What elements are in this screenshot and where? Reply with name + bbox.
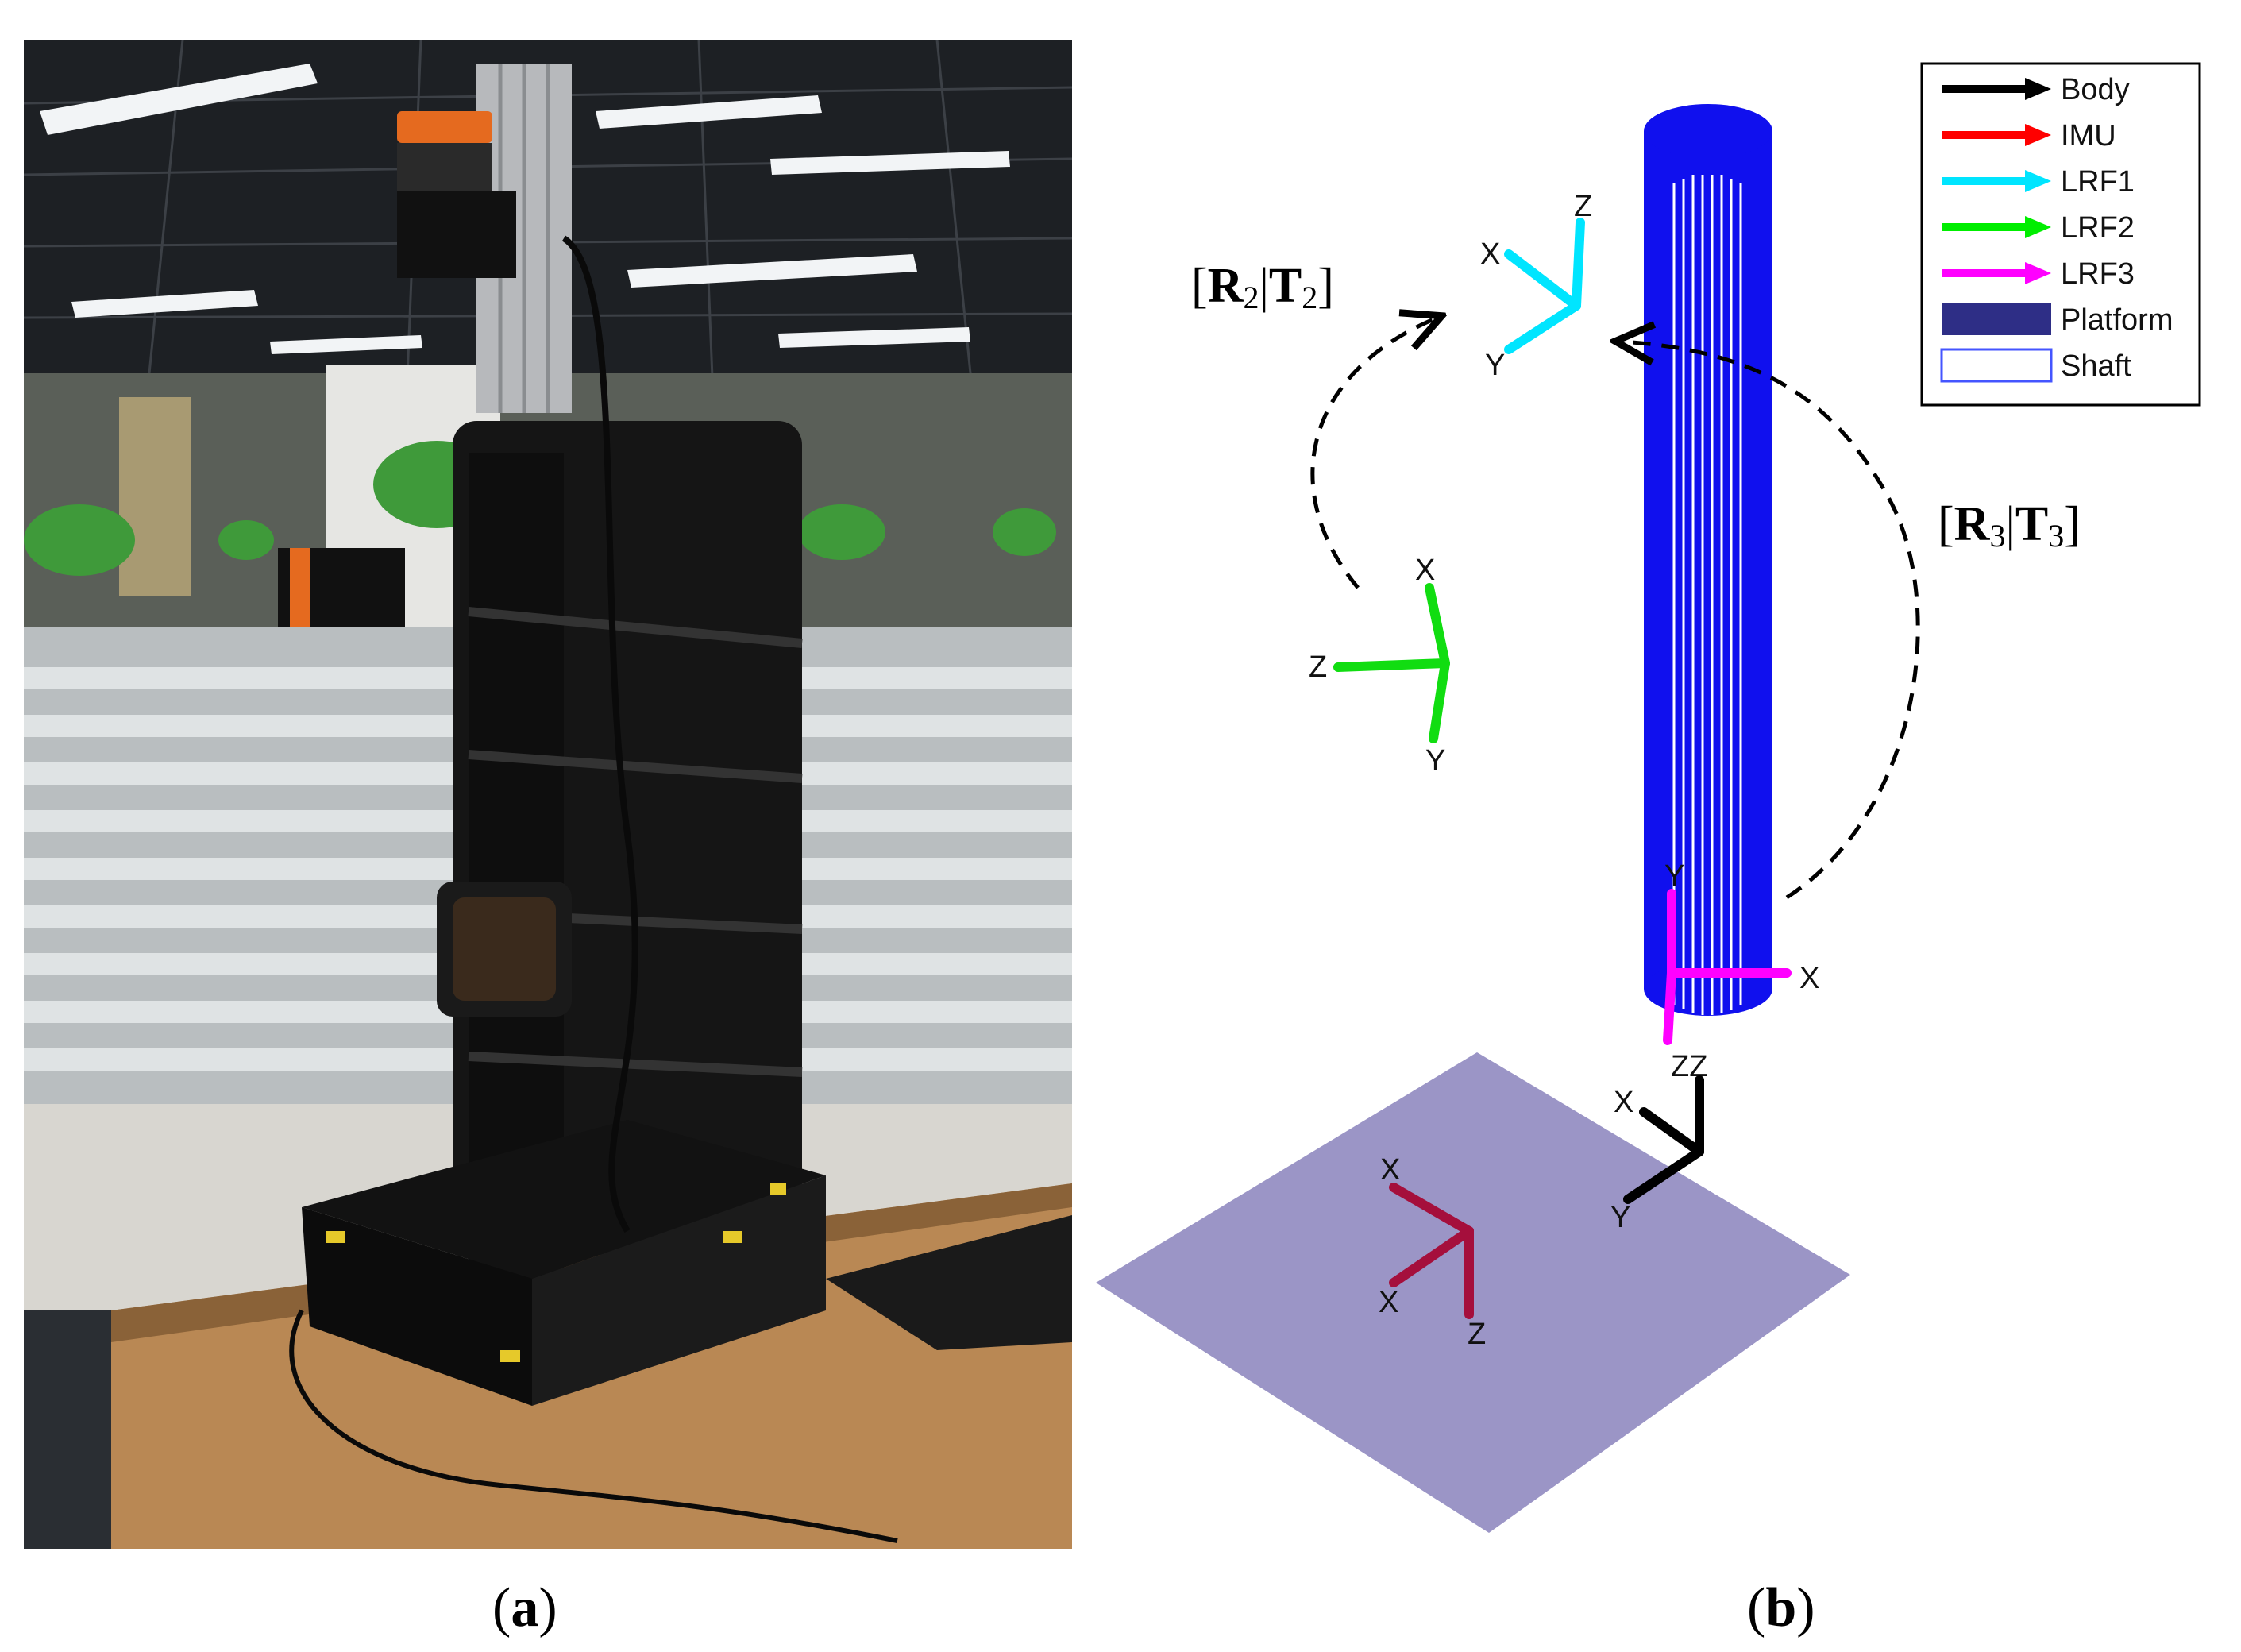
legend-label: LRF3	[2061, 257, 2135, 291]
lrf3-x-label: X	[1799, 962, 1819, 995]
shaft-cylinder	[1644, 104, 1772, 1016]
body-x-label: X	[1614, 1086, 1634, 1119]
legend-label: Platform	[2061, 303, 2173, 337]
lrf2-y-label: Y	[1425, 744, 1445, 778]
imu-x-label-1: X	[1380, 1153, 1400, 1187]
caption-a: (a)	[492, 1577, 557, 1638]
lrf1-frame	[1504, 218, 1585, 354]
lrf2-x-label: X	[1415, 554, 1435, 587]
imu-x-label-2: X	[1379, 1286, 1398, 1319]
legend-item-lrf2: LRF2	[1942, 211, 2135, 245]
transform-label-r2-t2: [R2|T2]	[1191, 259, 1334, 315]
legend-item-lrf3: LRF3	[1942, 257, 2135, 291]
lrf1-x-label: X	[1480, 237, 1500, 271]
lrf3-frame	[1663, 889, 1792, 1045]
imu-z-label: Z	[1468, 1318, 1486, 1351]
lrf1-z-label: Z	[1574, 190, 1592, 223]
body-y-label: Y	[1610, 1201, 1630, 1234]
lrf2-frame	[1333, 583, 1450, 743]
imu-frame	[1389, 1183, 1474, 1319]
legend-label: Body	[2061, 73, 2130, 106]
backpack-scanner-photo	[24, 40, 1072, 1549]
lrf3-y-label: Y	[1664, 859, 1684, 893]
legend-item-lrf1: LRF1	[1942, 165, 2135, 199]
transform-arc-r3-t3	[1620, 342, 1920, 900]
lrf1-y-label: Y	[1485, 349, 1505, 382]
legend-label: Shaft	[2061, 349, 2131, 383]
legend-item-imu: IMU	[1942, 119, 2116, 152]
legend-label: IMU	[2061, 119, 2116, 152]
body-frame	[1623, 1075, 1704, 1204]
legend-item-platform: Platform	[1942, 303, 2173, 337]
legend-label: LRF2	[2061, 211, 2135, 245]
calibration-frames-diagram: [R2|T2] [R3|T3] Z X Y X Z Y Y X ZZ X Y X…	[1096, 62, 2201, 1533]
lrf2-z-label: Z	[1309, 650, 1327, 684]
caption-b: (b)	[1747, 1577, 1815, 1638]
legend-item-shaft: Shaft	[1940, 348, 2131, 383]
legend-label: LRF1	[2061, 165, 2135, 199]
legend-item-body: Body	[1942, 73, 2130, 106]
transform-arc-r2-t2	[1310, 318, 1437, 589]
transform-label-r3-t3: [R3|T3]	[1938, 497, 2081, 554]
